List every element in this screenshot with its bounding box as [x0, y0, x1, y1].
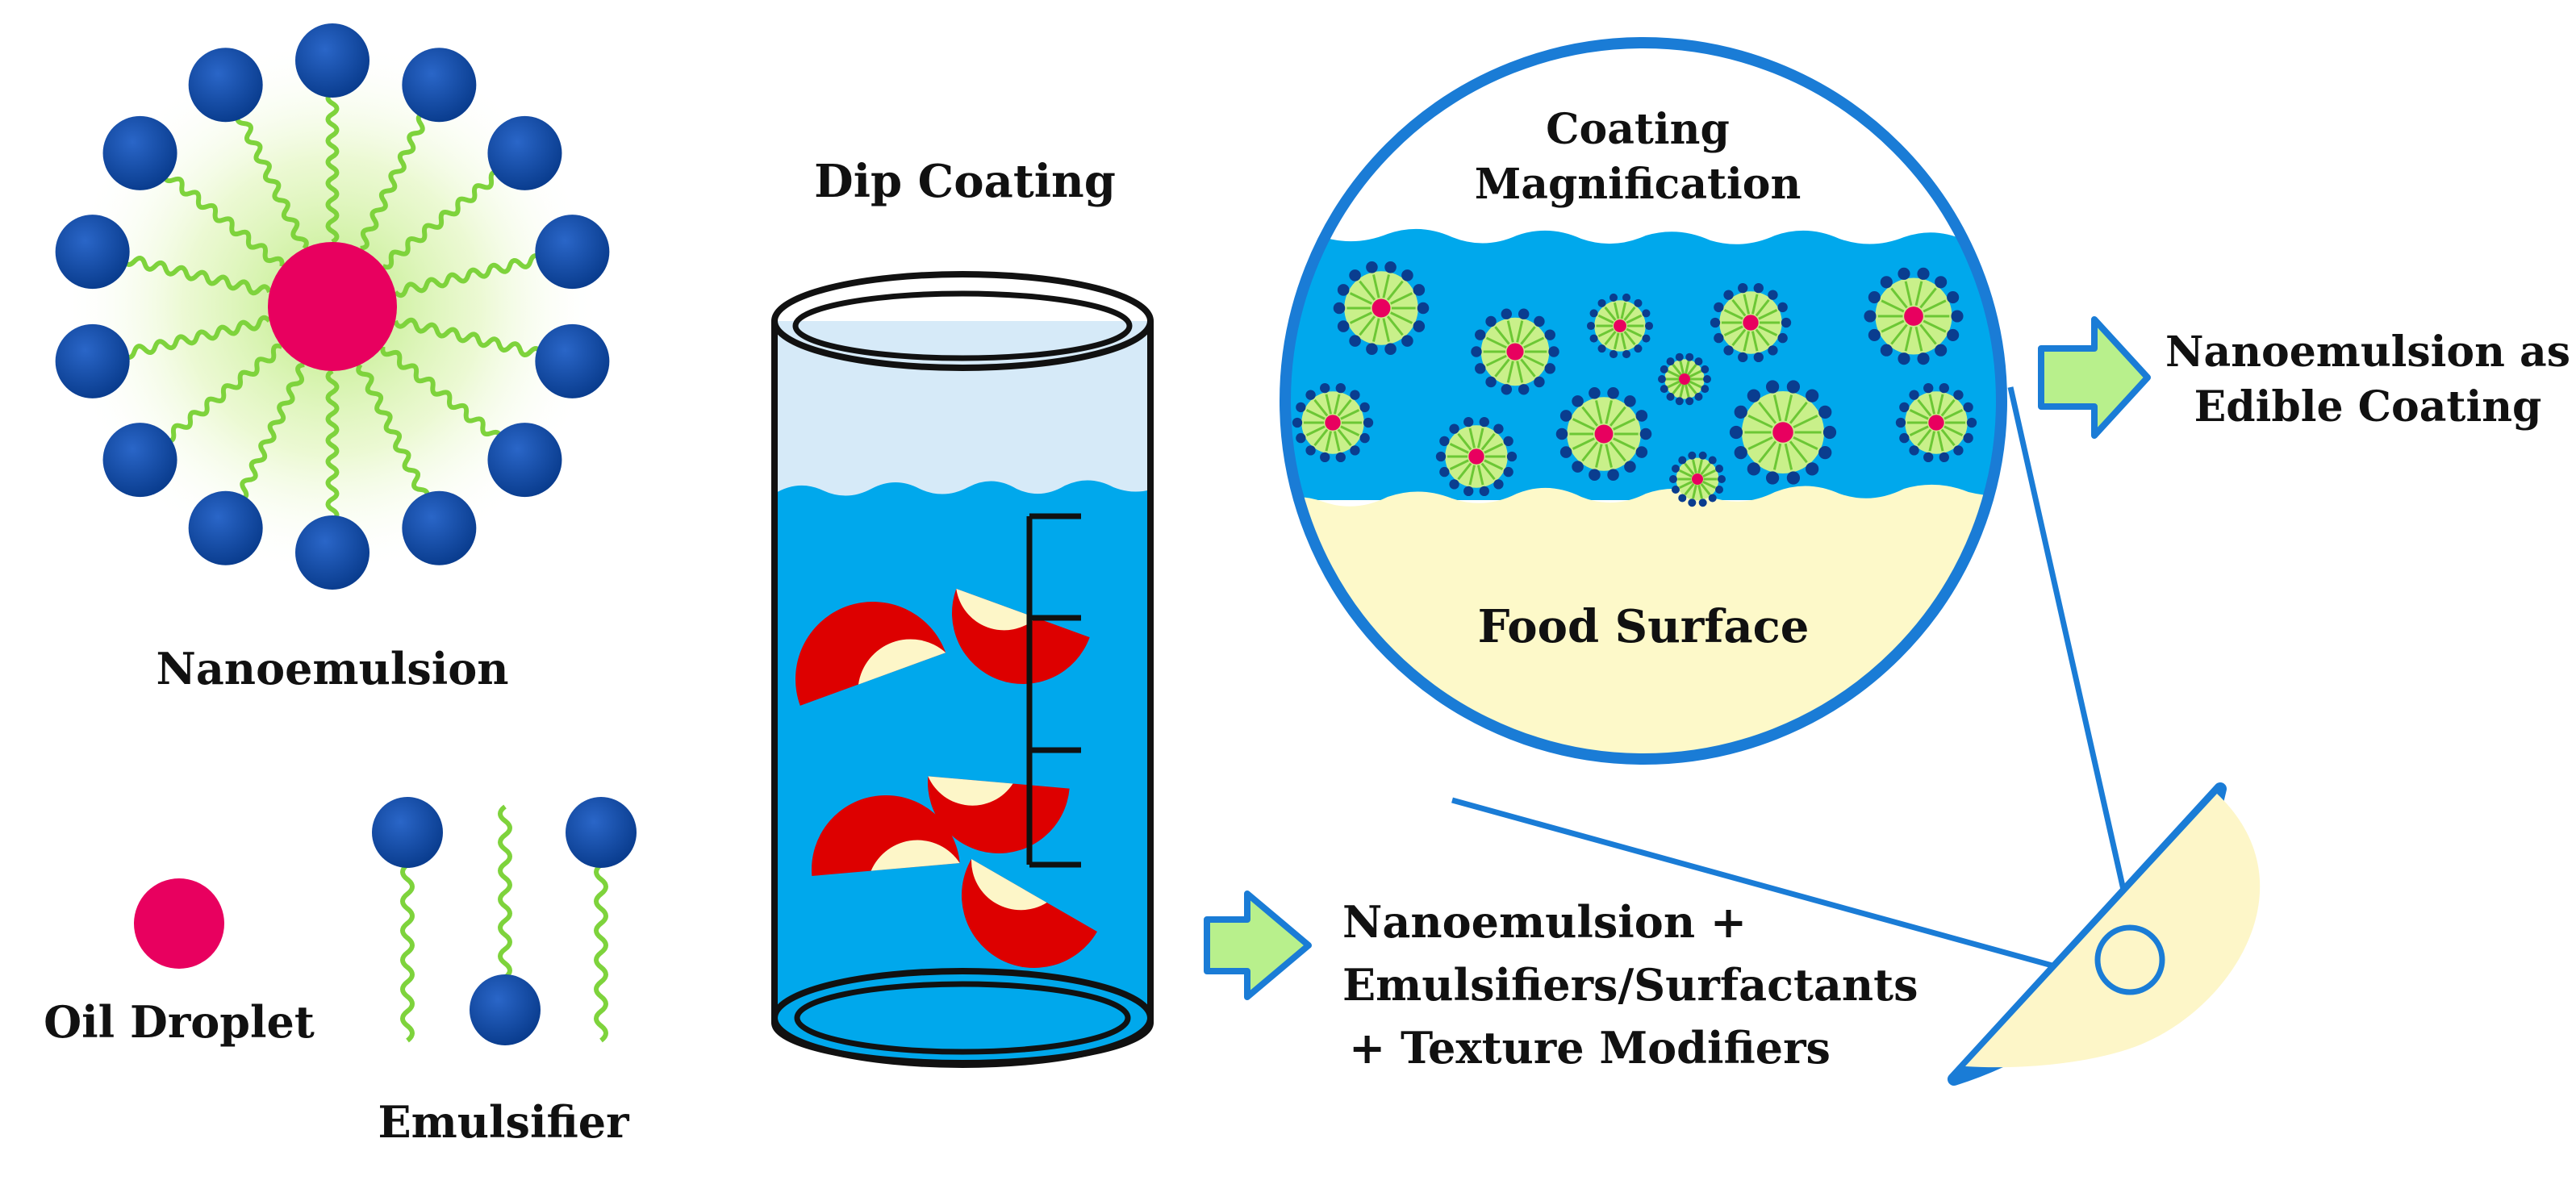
coating-micelle	[1292, 382, 1374, 463]
emulsifier-tail	[594, 862, 608, 1043]
coating-micelle	[1895, 382, 1977, 463]
coating-micelle	[1710, 282, 1792, 363]
emulsifier-tail	[356, 363, 430, 501]
formulation-line-3: + Texture Modifiers	[1349, 1022, 1831, 1074]
emulsifier-head	[102, 115, 177, 190]
emulsifier-head	[487, 115, 562, 190]
emulsifier-tail	[360, 111, 426, 251]
emulsifier-head	[55, 215, 130, 290]
emulsifier-head	[487, 423, 562, 498]
zoom-line-lower	[1451, 797, 2115, 986]
coating-micelle	[1435, 416, 1518, 497]
emulsifier-tail	[162, 173, 285, 267]
emulsifier-tail	[121, 256, 272, 296]
emulsifier-head	[295, 23, 369, 98]
edible-coating-line-1: Nanoemulsion as	[2165, 327, 2570, 377]
emulsifier-head	[566, 797, 637, 868]
emulsifier-tail	[498, 804, 512, 980]
emulsifier-head	[188, 490, 263, 565]
coating-micelle	[1864, 267, 1964, 365]
emulsifier-tail	[380, 346, 503, 440]
edible-coating-line-2: Edible Coating	[2194, 382, 2542, 432]
emulsifier-tail	[382, 169, 501, 270]
emulsifier-tail	[122, 315, 272, 360]
emulsifier-tail	[235, 112, 309, 250]
coating-magnification-line-2: Magnification	[1475, 160, 1802, 209]
formulation-line-1: Nanoemulsion +	[1342, 896, 1747, 948]
coating-micelle	[1471, 308, 1559, 395]
coating-magnification-view	[1280, 37, 2007, 765]
formulation-arrow-icon	[1204, 890, 1312, 1000]
coating-micelle	[1658, 352, 1711, 406]
emulsifier-legend	[372, 797, 637, 1045]
nanoemulsion-diagram	[55, 23, 610, 590]
micelle-tails	[121, 90, 544, 523]
coating-micelle	[1586, 293, 1654, 359]
emulsifier-head	[402, 490, 477, 565]
coating-micelles	[1292, 261, 1977, 507]
emulsifier-tail	[239, 362, 305, 502]
apple-slices-in-glass	[795, 588, 1097, 968]
micelle-heads	[55, 23, 610, 590]
emulsifier-head	[188, 48, 263, 123]
oil-droplet-label: Oil Droplet	[44, 996, 315, 1048]
emulsifier-tail	[400, 862, 415, 1043]
emulsifier-head	[295, 515, 369, 590]
coating-micelle	[1555, 387, 1652, 481]
emulsifier-head	[372, 797, 443, 868]
coating-micelle	[1333, 261, 1430, 355]
coating-micelle	[1729, 380, 1837, 485]
edible-coating-arrow-icon	[2038, 316, 2151, 439]
magnified-spot	[2094, 924, 2165, 995]
emulsifier-tail	[325, 90, 340, 244]
oil-droplet-icon	[134, 878, 224, 969]
emulsifier-head	[102, 423, 177, 498]
emulsifier-label: Emulsifier	[378, 1096, 629, 1148]
apple-slice	[795, 602, 946, 706]
formulation-line-2: Emulsifiers/Surfactants	[1342, 959, 1918, 1011]
emulsifier-head	[535, 215, 610, 290]
depth-bracket	[1026, 513, 1081, 868]
apple-slice	[952, 588, 1090, 684]
emulsifier-head	[402, 48, 477, 123]
emulsifier-tail	[164, 343, 283, 444]
apple-slice	[812, 795, 960, 877]
dip-coating-label: Dip Coating	[814, 155, 1116, 208]
zoom-line-upper	[2007, 386, 2143, 962]
apple-slice	[928, 776, 1070, 853]
oil-core	[268, 242, 397, 371]
food-surface-label: Food Surface	[1478, 600, 1810, 653]
coating-magnification-line-1: Coating	[1546, 105, 1730, 154]
emulsifier-head	[535, 323, 610, 398]
apple-slice	[962, 859, 1097, 968]
coating-micelle	[1669, 451, 1726, 507]
dip-coating-glass	[771, 271, 1154, 1068]
emulsifier-tail	[393, 317, 544, 357]
emulsifier-head	[55, 323, 130, 398]
coated-apple-slice	[1948, 782, 2261, 1086]
nanoemulsion-label: Nanoemulsion	[156, 643, 508, 694]
emulsifier-tail	[325, 369, 340, 523]
emulsifier-head	[470, 974, 541, 1045]
emulsifier-tail	[393, 253, 543, 298]
